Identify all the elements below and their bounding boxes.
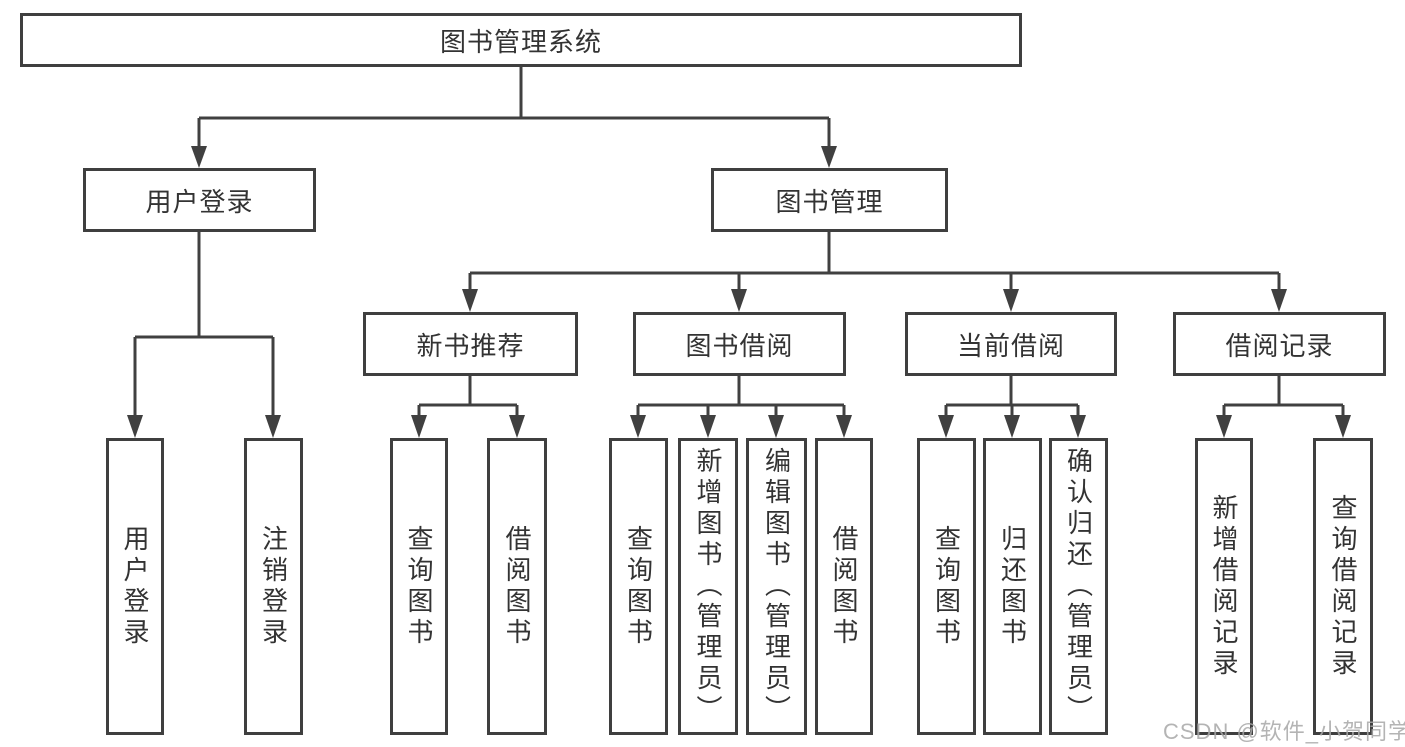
connector-line (197, 67, 831, 150)
node-borrowing-records: 借阅记录 (1173, 312, 1386, 376)
connector-line (417, 376, 519, 420)
arrowhead-icon (1004, 415, 1020, 438)
leaf-borrowing-edit-books-admin: 编辑图书（管理员） (746, 438, 807, 735)
arrowhead-icon (731, 289, 747, 312)
leaf-borrowing-add-books-admin: 新增图书（管理员） (678, 438, 738, 735)
arrowhead-icon (938, 415, 954, 438)
watermark: CSDN @软件_小贺同学 (1163, 719, 1405, 744)
leaf-current-query-books: 查询图书 (917, 438, 976, 735)
arrowhead-icon (1216, 415, 1232, 438)
node-book-borrowing: 图书借阅 (633, 312, 846, 376)
connector-user-login-to-leaves (127, 232, 281, 438)
leaf-current-confirm-return-admin: 确认归还（管理员） (1049, 438, 1108, 735)
leaf-records-query-record: 查询借阅记录 (1313, 438, 1373, 735)
arrowhead-icon (836, 415, 852, 438)
node-book-management: 图书管理 (711, 168, 948, 232)
connector-book-management-to-level3 (462, 232, 1287, 312)
node-new-book-recommend: 新书推荐 (363, 312, 578, 376)
node-root-system: 图书管理系统 (20, 13, 1022, 67)
leaf-newbook-borrow-books: 借阅图书 (487, 438, 547, 735)
leaf-newbook-query-books: 查询图书 (390, 438, 448, 735)
arrowhead-icon (265, 415, 281, 438)
connector-line (944, 376, 1080, 420)
connector-root-to-level2 (191, 67, 837, 168)
arrowhead-icon (1070, 415, 1086, 438)
leaf-logout: 注销登录 (244, 438, 303, 735)
leaf-records-add-record: 新增借阅记录 (1195, 438, 1253, 735)
arrowhead-icon (821, 146, 837, 168)
arrowhead-icon (700, 415, 716, 438)
arrowhead-icon (768, 415, 784, 438)
arrowhead-icon (1271, 289, 1287, 312)
leaf-user-login: 用户登录 (106, 438, 164, 735)
arrowhead-icon (509, 415, 525, 438)
connector-line (636, 376, 846, 420)
connector-line (1222, 376, 1345, 420)
connector-borrowing-records-to-leaves (1216, 376, 1351, 438)
connector-line (468, 232, 1281, 294)
arrowhead-icon (191, 146, 207, 168)
arrowhead-icon (411, 415, 427, 438)
connector-current-borrowing-to-leaves (938, 376, 1086, 438)
connector-new-book-recommend-to-leaves (411, 376, 525, 438)
leaf-borrowing-borrow-books: 借阅图书 (815, 438, 873, 735)
arrowhead-icon (1003, 289, 1019, 312)
leaf-current-return-books: 归还图书 (983, 438, 1042, 735)
node-current-borrowing: 当前借阅 (905, 312, 1117, 376)
arrowhead-icon (462, 289, 478, 312)
arrowhead-icon (1335, 415, 1351, 438)
arrowhead-icon (127, 415, 143, 438)
node-user-login: 用户登录 (83, 168, 316, 232)
leaf-borrowing-query-books: 查询图书 (609, 438, 668, 735)
connector-line (133, 232, 275, 420)
connector-book-borrowing-to-leaves (630, 376, 852, 438)
arrowhead-icon (630, 415, 646, 438)
